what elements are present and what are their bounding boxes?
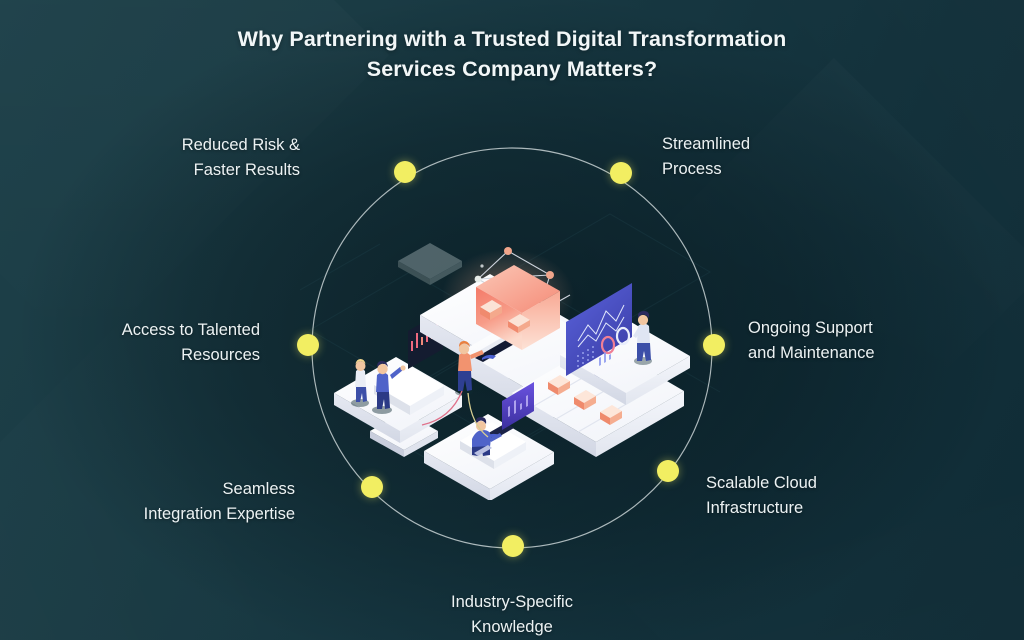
- title-line-1: Why Partnering with a Trusted Digital Tr…: [237, 27, 787, 51]
- benefit-label-scalable-cloud: Scalable Cloud Infrastructure: [706, 474, 817, 517]
- worker-at-console-figure: [455, 341, 484, 396]
- cardboard-box: [480, 300, 502, 320]
- pointing-worker-figure: [372, 361, 406, 414]
- benefit-dot-scalable-cloud[interactable]: [657, 460, 679, 482]
- crane-spark: [480, 264, 484, 268]
- crane-joint: [546, 271, 554, 279]
- title-line-2: Services Company Matters?: [366, 57, 658, 81]
- isometric-illustration: [334, 243, 690, 500]
- purple-desk-monitor: [502, 382, 534, 430]
- crane-joint: [474, 275, 482, 283]
- cardboard-box: [508, 314, 530, 333]
- benefit-dot-seamless-integration[interactable]: [361, 476, 383, 498]
- connection-cables: [421, 390, 489, 438]
- cardboard-box: [548, 375, 570, 395]
- benefit-label-reduced-risk: Reduced Risk & Faster Results: [181, 136, 300, 179]
- standing-worker-figure: [351, 359, 369, 407]
- blue-analytics-dashboard-screen: [566, 283, 632, 376]
- benefit-label-seamless-integration: Seamless Integration Expertise: [143, 480, 295, 523]
- benefit-dot-reduced-risk[interactable]: [394, 161, 416, 183]
- benefit-label-access-talent: Access to Talented Resources: [121, 321, 260, 364]
- dashboard-analyst-figure: [633, 311, 652, 365]
- page-title: Why Partnering with a Trusted Digital Tr…: [0, 24, 1024, 84]
- benefit-dot-ongoing-support[interactable]: [703, 334, 725, 356]
- benefit-dot-access-talent[interactable]: [297, 334, 319, 356]
- cardboard-box: [600, 405, 622, 425]
- gray-isometric-tile: [398, 243, 462, 285]
- seated-desk-worker-figure: [472, 417, 502, 456]
- benefit-dot-industry-knowledge[interactable]: [502, 535, 524, 557]
- benefit-label-industry-knowledge: Industry-Specific Knowledge: [451, 593, 573, 636]
- benefit-dot-streamlined-process[interactable]: [610, 162, 632, 184]
- benefit-label-ongoing-support: Ongoing Support and Maintenance: [748, 319, 875, 362]
- crane-joint: [504, 247, 512, 255]
- benefit-label-streamlined-process: Streamlined Process: [662, 135, 751, 178]
- cardboard-box: [574, 390, 596, 410]
